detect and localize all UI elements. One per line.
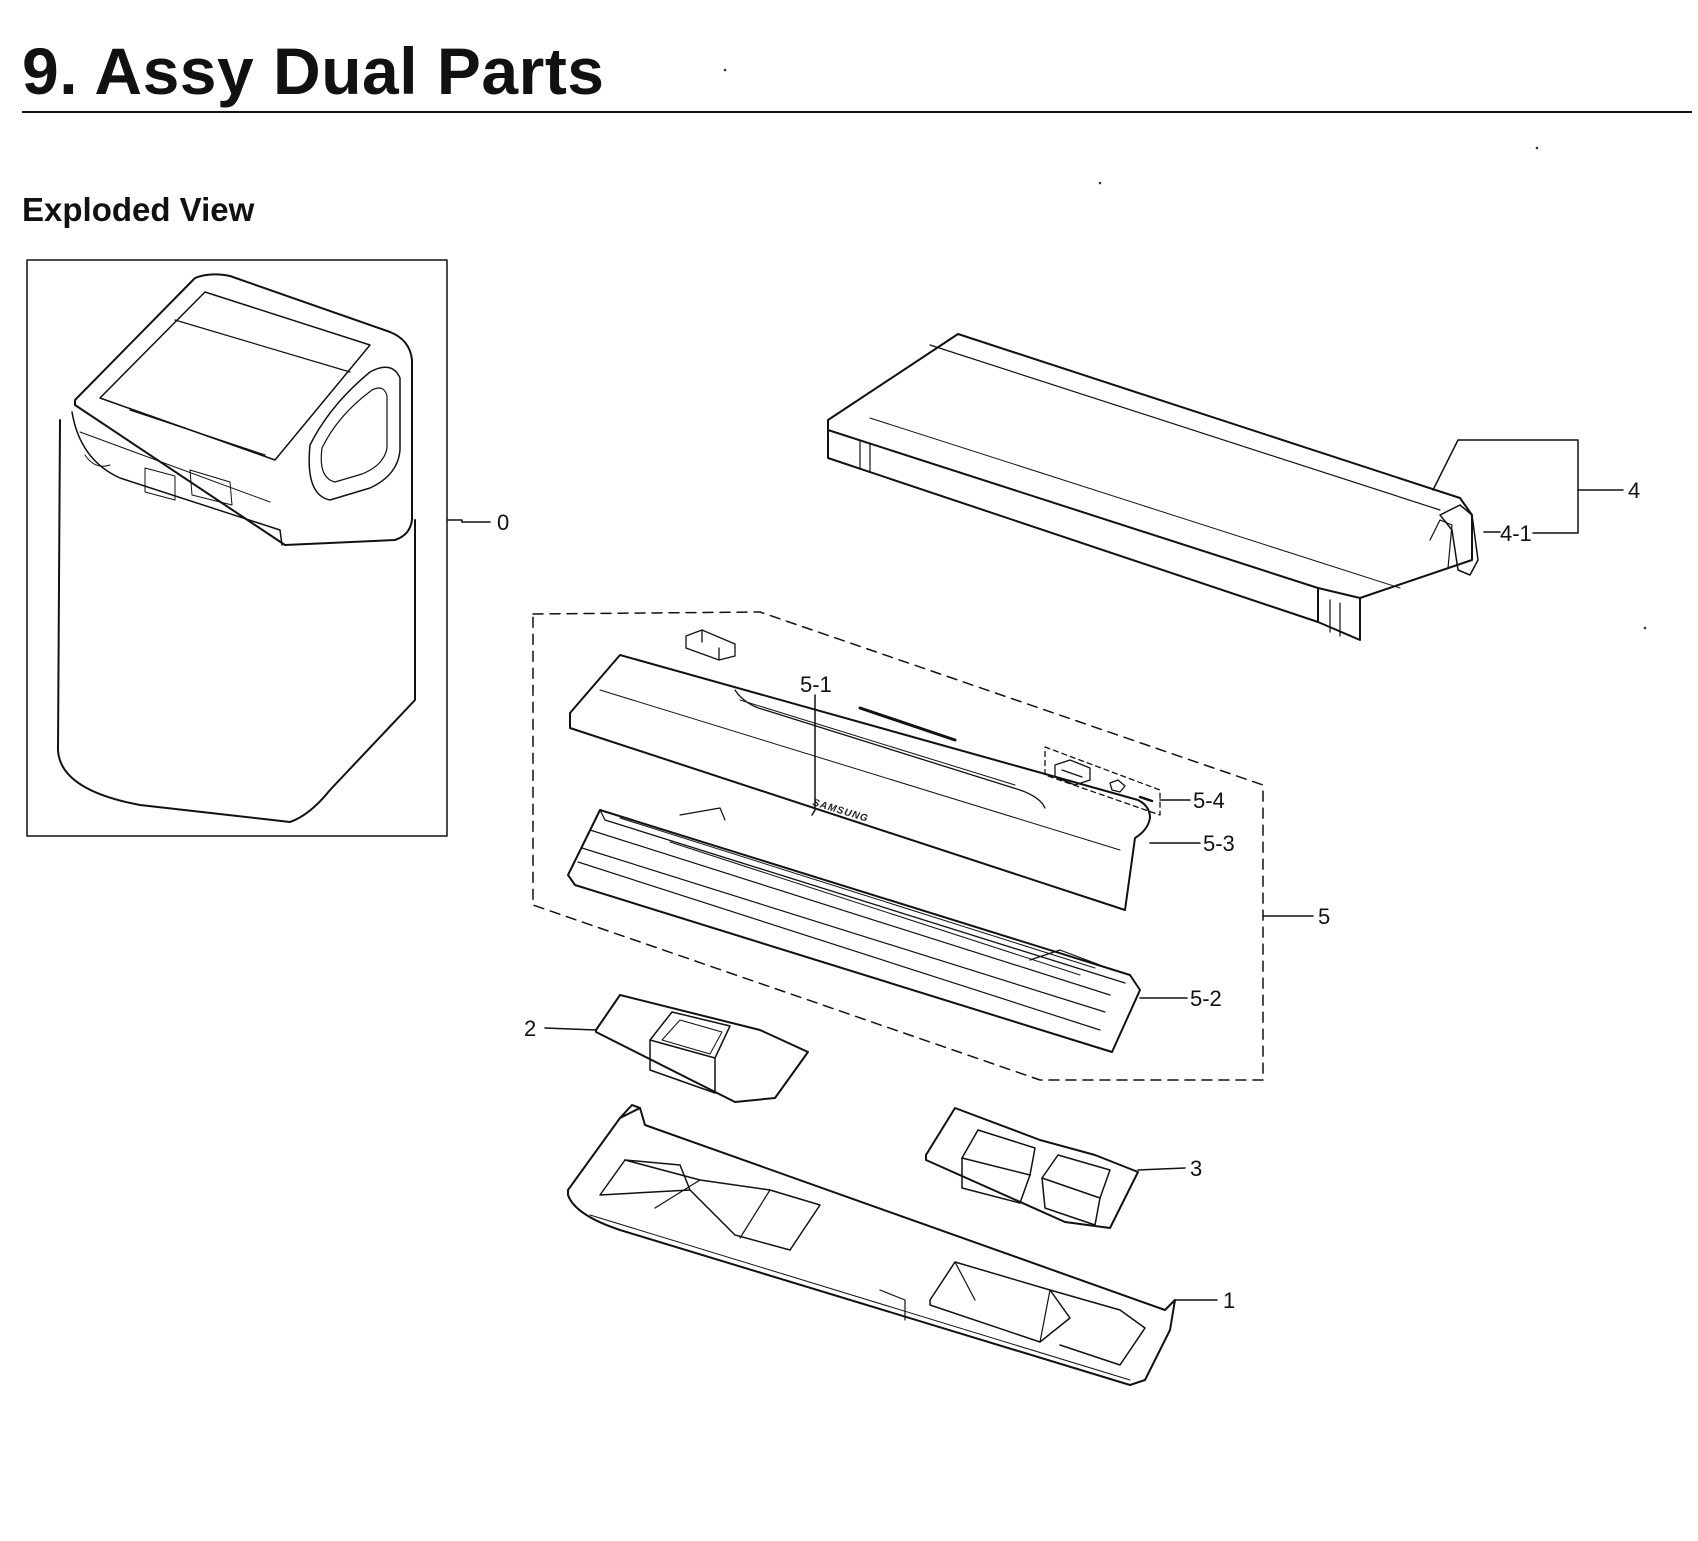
- top-cover-part: [827, 333, 1479, 641]
- panel-frame-part: [567, 807, 1141, 1053]
- part-label-5-4: 5-4: [1193, 788, 1225, 813]
- washer-frame: [26, 259, 448, 837]
- drawer-part-2: [595, 994, 809, 1103]
- brand-label-text: SAMSUNG: [811, 797, 870, 825]
- clip-part: [685, 629, 736, 661]
- washer-cabinet: [57, 419, 416, 823]
- leader-lines: [447, 439, 1624, 1301]
- part-label-3: 3: [1190, 1156, 1202, 1181]
- part-label-5-3: 5-3: [1203, 831, 1235, 856]
- small-parts-5-4: [1054, 759, 1154, 803]
- title-underline: [22, 111, 1692, 113]
- washer-overview-figure: [26, 259, 448, 837]
- page-title: 9. Assy Dual Parts: [22, 34, 605, 108]
- part-label-1: 1: [1223, 1288, 1235, 1313]
- part-label-0: 0: [497, 510, 509, 535]
- part-label-5-2: 5-2: [1190, 986, 1222, 1011]
- assy-5-4-dashed-box: [1044, 746, 1161, 816]
- drawer-part-3: [925, 1107, 1139, 1229]
- part-label-4: 4: [1628, 478, 1640, 503]
- section-subtitle: Exploded View: [22, 191, 255, 228]
- drawer-housing-part-1: [567, 1104, 1176, 1386]
- washer-lid: [74, 273, 413, 546]
- part-label-5: 5: [1318, 904, 1330, 929]
- part-label-5-1: 5-1: [800, 672, 832, 697]
- assy-5-dashed-outline: [532, 611, 1264, 1081]
- part-label-2: 2: [524, 1016, 536, 1041]
- scan-specks: [723, 68, 1647, 630]
- part-label-4-1: 4-1: [1500, 521, 1532, 546]
